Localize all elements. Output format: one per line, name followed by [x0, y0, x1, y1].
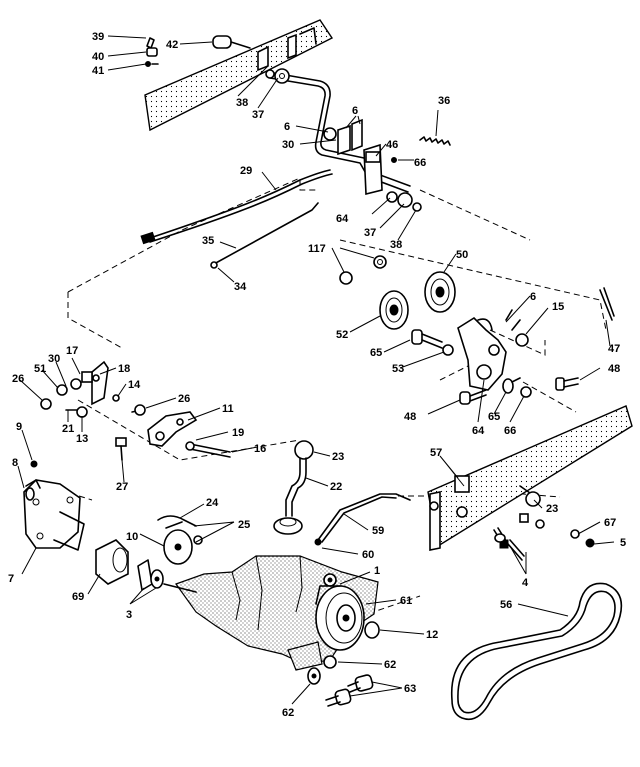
- callout-63: 63: [404, 683, 416, 695]
- callout-15: 15: [552, 301, 564, 313]
- callout-26a: 26: [12, 373, 24, 385]
- callout-9: 9: [16, 421, 22, 433]
- callout-22: 22: [330, 481, 342, 493]
- callout-47: 47: [608, 343, 620, 355]
- mount-bolts-4: [494, 533, 525, 561]
- assembly-guide-lines: [59, 177, 607, 621]
- callout-4: 4: [522, 577, 529, 589]
- callout-23b: 23: [546, 503, 558, 515]
- callout-53: 53: [392, 363, 404, 375]
- rod-35: [210, 202, 319, 269]
- upper-frame-plate: [144, 19, 334, 132]
- parts-drawing: [23, 19, 633, 721]
- callout-64a: 64: [336, 213, 349, 225]
- brake-rod-59: [314, 493, 411, 546]
- callout-56: 56: [500, 599, 512, 611]
- washers-3: [137, 559, 164, 591]
- idler-pulleys: [339, 255, 456, 330]
- brake-hub-assembly: [23, 479, 203, 585]
- callout-61: 61: [400, 595, 412, 607]
- lower-frame-plate: [427, 405, 633, 551]
- callout-3: 3: [126, 609, 132, 621]
- leader-lines: [17, 35, 615, 705]
- callout-7: 7: [8, 573, 14, 585]
- callout-65a: 65: [370, 347, 382, 359]
- callout-48a: 48: [608, 363, 620, 375]
- drive-belt-56: [450, 582, 623, 721]
- callout-35: 35: [202, 235, 214, 247]
- callout-30b: 30: [48, 353, 60, 365]
- callout-64b: 64: [472, 425, 485, 437]
- callout-18: 18: [118, 363, 130, 375]
- control-cable-29: [140, 169, 333, 245]
- callout-30a: 30: [282, 139, 294, 151]
- callout-1: 1: [374, 565, 380, 577]
- callout-62b: 62: [282, 707, 294, 719]
- callout-69: 69: [72, 591, 84, 603]
- nut-12: [364, 621, 380, 639]
- callout-46: 46: [386, 139, 398, 151]
- callout-14: 14: [128, 379, 141, 391]
- callout-37: 37: [252, 109, 264, 121]
- callout-57: 57: [430, 447, 442, 459]
- callout-16: 16: [254, 443, 266, 455]
- callout-26b: 26: [178, 393, 190, 405]
- callout-34: 34: [234, 281, 247, 293]
- callout-59: 59: [372, 525, 384, 537]
- lower-hardware: [307, 655, 374, 707]
- transaxle-pulley-61: [315, 585, 365, 651]
- callout-11: 11: [222, 403, 234, 415]
- callout-6a: 6: [284, 121, 290, 133]
- callout-10: 10: [126, 531, 138, 543]
- callout-19: 19: [232, 427, 244, 439]
- shift-lever-22: [273, 440, 314, 535]
- callout-13: 13: [76, 433, 88, 445]
- callout-39: 39: [92, 31, 104, 43]
- callout-23a: 23: [332, 451, 344, 463]
- callout-6c: 6: [530, 291, 536, 303]
- callout-52: 52: [336, 329, 348, 341]
- callout-38b: 38: [390, 239, 402, 251]
- callout-40: 40: [92, 51, 104, 63]
- callout-29: 29: [240, 165, 252, 177]
- callout-48b: 48: [404, 411, 416, 423]
- callout-38: 38: [236, 97, 248, 109]
- callout-66a: 66: [414, 157, 426, 169]
- callout-27: 27: [116, 481, 128, 493]
- spring-36: [419, 136, 451, 146]
- callout-24: 24: [206, 497, 219, 509]
- callout-25: 25: [238, 519, 250, 531]
- callout-6b: 6: [352, 105, 358, 117]
- callout-42: 42: [166, 39, 178, 51]
- callout-67: 67: [604, 517, 616, 529]
- callout-5: 5: [620, 537, 626, 549]
- idler-hardware: [411, 287, 615, 405]
- upper-bolts: [145, 35, 251, 67]
- callout-41: 41: [92, 65, 104, 77]
- callout-37b: 37: [364, 227, 376, 239]
- callout-36: 36: [438, 95, 450, 107]
- callout-21: 21: [62, 423, 74, 435]
- callout-8: 8: [12, 457, 18, 469]
- left-brake-assembly: [30, 360, 231, 468]
- callout-51: 51: [34, 363, 46, 375]
- callout-50: 50: [456, 249, 468, 261]
- callout-62a: 62: [384, 659, 396, 671]
- callout-117: 117: [308, 243, 326, 255]
- callout-65b: 65: [488, 411, 500, 423]
- callout-66b: 66: [504, 425, 516, 437]
- callout-17: 17: [66, 345, 78, 357]
- callout-60: 60: [362, 549, 374, 561]
- callout-12: 12: [426, 629, 438, 641]
- idler-bracket-64: [457, 316, 507, 391]
- callout-labels: 39 40 41 42 38 37 36 6 6 30 46 66 29 64 …: [8, 31, 626, 719]
